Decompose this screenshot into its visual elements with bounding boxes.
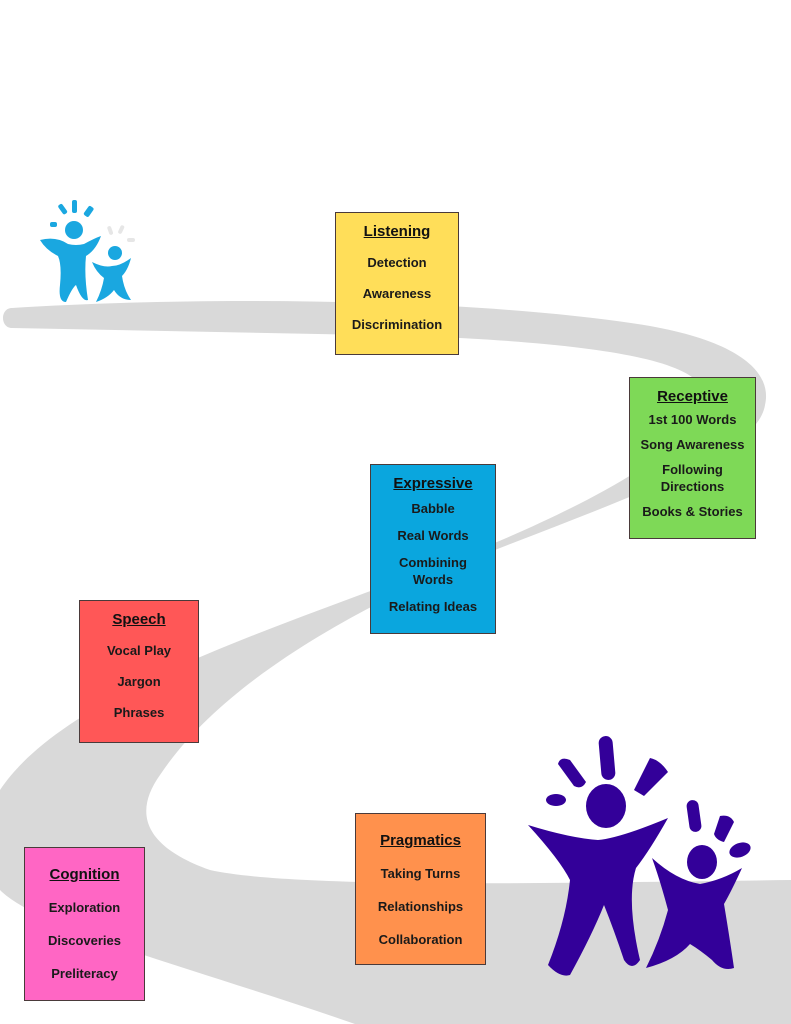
speech-item: Phrases [113,705,165,720]
receptive-item: 1st 100 Words [648,412,737,427]
large-family-icon [528,736,751,976]
receptive-card: Receptive 1st 100 Words Song Awareness F… [629,377,756,539]
cognition-item: Preliteracy [51,966,118,981]
small-family-icon [40,200,135,302]
listening-item: Awareness [362,286,432,301]
pragmatics-item: Relationships [377,899,464,914]
listening-card: Listening Detection Awareness Discrimina… [335,212,459,355]
listening-item: Discrimination [351,317,443,332]
receptive-item: Books & Stories [642,504,743,519]
expressive-item: Relating Ideas [388,599,478,614]
pragmatics-card: Pragmatics Taking Turns Relationships Co… [355,813,486,965]
receptive-title: Receptive [657,388,728,405]
speech-item: Jargon [117,674,161,689]
pragmatics-item: Collaboration [378,932,463,947]
expressive-card: Expressive Babble Real Words Combining W… [370,464,496,634]
expressive-title: Expressive [393,475,473,492]
receptive-item: Song Awareness [640,437,745,452]
cognition-card: Cognition Exploration Discoveries Prelit… [24,847,145,1001]
speech-item: Vocal Play [106,643,172,658]
expressive-item: Real Words [397,528,469,543]
cognition-item: Exploration [48,900,121,915]
listening-title: Listening [363,223,431,240]
expressive-item: Babble [411,501,455,516]
cognition-item: Discoveries [48,933,121,948]
cognition-title: Cognition [49,866,120,883]
speech-title: Speech [112,611,166,628]
pragmatics-title: Pragmatics [380,832,461,849]
expressive-item: Combining Words [399,555,467,587]
speech-card: Speech Vocal Play Jargon Phrases [79,600,199,743]
listening-item: Detection [367,255,427,270]
pragmatics-item: Taking Turns [380,866,461,881]
receptive-item: Following Directions [660,462,725,494]
